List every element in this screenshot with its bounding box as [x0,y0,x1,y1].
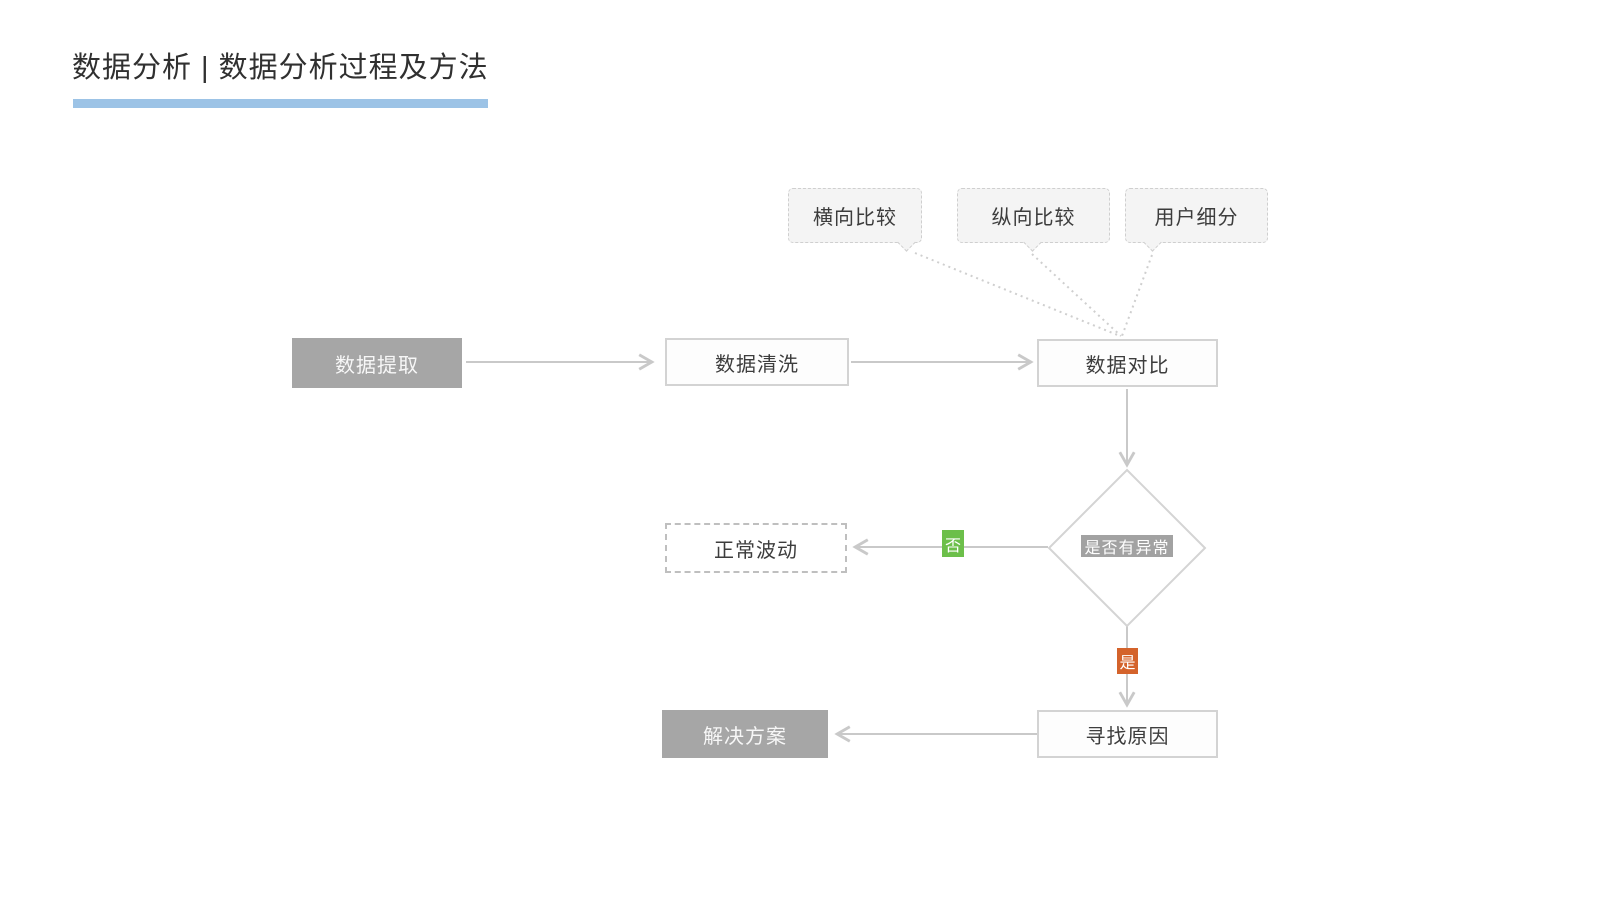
tag-user-segment: 用户细分 [1125,188,1268,252]
tag-label: 纵向比较 [991,207,1076,229]
node-data-clean: 数据清洗 [665,338,849,386]
node-find-cause: 寻找原因 [1037,710,1218,758]
page-title: 数据分析 | 数据分析过程及方法 [72,52,489,84]
tag-label: 用户细分 [1154,207,1239,229]
node-normal-fluctuation: 正常波动 [665,523,847,573]
branch-label-no: 否 [942,530,964,557]
tag-label: 横向比较 [813,207,897,229]
branch-label-yes: 是 [1117,648,1138,674]
node-decision-anomaly: 是否有异常 [1081,535,1173,557]
tag-vertical-compare: 纵向比较 [957,188,1110,252]
node-data-compare: 数据对比 [1037,339,1218,387]
dotted-connector-user-segment [1121,254,1153,337]
title-accent-bar [73,99,488,108]
dotted-connector-horizontal-compare [914,252,1121,337]
tag-horizontal-compare: 横向比较 [788,188,922,252]
node-solution: 解决方案 [662,710,828,758]
dotted-connector-vertical-compare [1031,253,1122,337]
node-data-extract: 数据提取 [292,338,462,388]
